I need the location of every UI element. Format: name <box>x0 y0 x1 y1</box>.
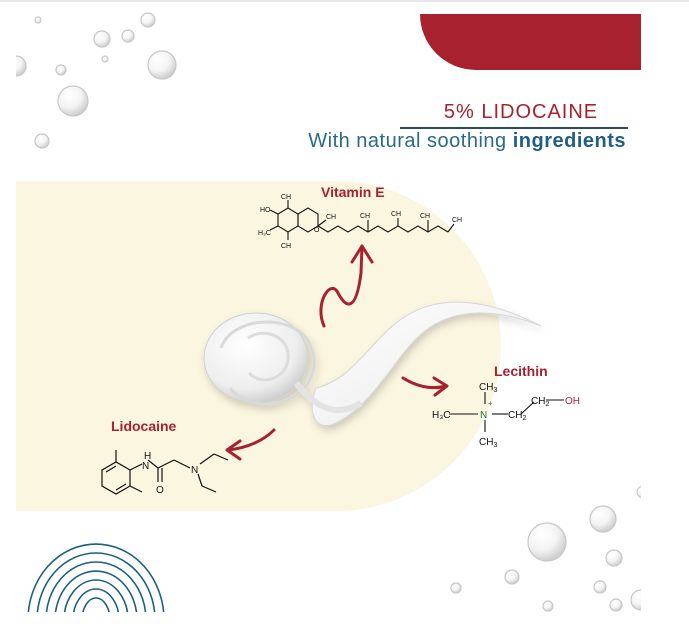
lecithin-ch3-top: CH3 <box>479 382 497 394</box>
label-vitamin-e: Vitamin E <box>321 184 385 200</box>
vitamin-e-h3c: H₃C <box>258 230 271 237</box>
label-lecithin: Lecithin <box>494 363 548 379</box>
lecithin-ch2-a-base: CH <box>508 410 522 421</box>
lidocaine-amide-n: N <box>142 461 149 472</box>
vitamin-e-ch3-ring: CH <box>326 214 336 221</box>
lecithin-ch3-top-sub: 3 <box>493 387 497 394</box>
molecule-structures: CH HO H₃C CH O CH CH CH CH CH CH3 H₃C N … <box>101 194 580 496</box>
arrow-to-lidocaine <box>226 428 276 452</box>
lecithin-structure <box>449 392 564 432</box>
arch-lines-decoration <box>27 543 165 612</box>
lecithin-ch2-b-sub: 2 <box>545 401 549 408</box>
lecithin-n: N <box>480 410 487 421</box>
lidocaine-structure <box>101 450 229 495</box>
lecithin-charge: + <box>488 399 493 408</box>
vitamin-e-ho: HO <box>260 207 271 214</box>
vitamin-e-ch3-chain-3: CH <box>420 213 430 220</box>
lidocaine-o: O <box>156 485 164 496</box>
subtitle-emphasis: ingredients <box>512 130 626 152</box>
cream-swirl-image <box>203 301 542 426</box>
vitamin-e-ch3-bottom: CH <box>281 243 291 250</box>
lecithin-ch2-a-sub: 2 <box>522 415 526 422</box>
lecithin-ch2-a: CH2 <box>508 410 526 422</box>
label-lidocaine: Lidocaine <box>111 418 177 434</box>
water-droplets-decoration <box>16 12 641 612</box>
vitamin-e-ch3-chain-1: CH <box>360 213 370 220</box>
arrow-head-lidocaine <box>225 439 242 461</box>
vitamin-e-o: O <box>314 227 320 234</box>
lecithin-ch3-top-base: CH <box>479 382 493 393</box>
arrow-head-vitamin-e <box>350 244 374 264</box>
lecithin-ch2-b-base: CH <box>531 396 545 407</box>
arrow-to-lecithin <box>401 376 448 390</box>
vitamin-e-ch3-end: CH <box>452 217 462 224</box>
vitamin-e-ch3-chain-2: CH <box>391 211 401 218</box>
lidocaine-amine-n: N <box>191 465 198 476</box>
subtitle-text: With natural soothing <box>308 130 507 152</box>
pointer-arrows <box>225 244 449 461</box>
lecithin-ch2-b: CH2 <box>531 396 549 408</box>
lecithin-ch3-bottom: CH3 <box>479 437 497 449</box>
arrow-to-vitamin-e <box>319 244 364 328</box>
lecithin-ch3-bottom-base: CH <box>479 437 493 448</box>
lecithin-h3c: H₃C <box>432 410 451 421</box>
page-title: 5% LIDOCAINE <box>443 101 599 123</box>
vitamin-e-ch3-top: CH <box>281 194 291 201</box>
product-infographic: 5% LIDOCAINE With natural soothing ingre… <box>16 8 641 612</box>
lidocaine-h: H <box>144 451 151 462</box>
arrow-head-lecithin <box>432 376 449 397</box>
lecithin-ch3-bottom-sub: 3 <box>493 442 497 449</box>
red-corner-shape <box>420 14 641 70</box>
lecithin-oh: OH <box>565 396 580 407</box>
vitamin-e-structure <box>269 200 455 240</box>
top-divider <box>0 0 689 2</box>
page-subtitle: With natural soothing ingredients <box>238 130 626 153</box>
title-underline <box>400 127 628 129</box>
